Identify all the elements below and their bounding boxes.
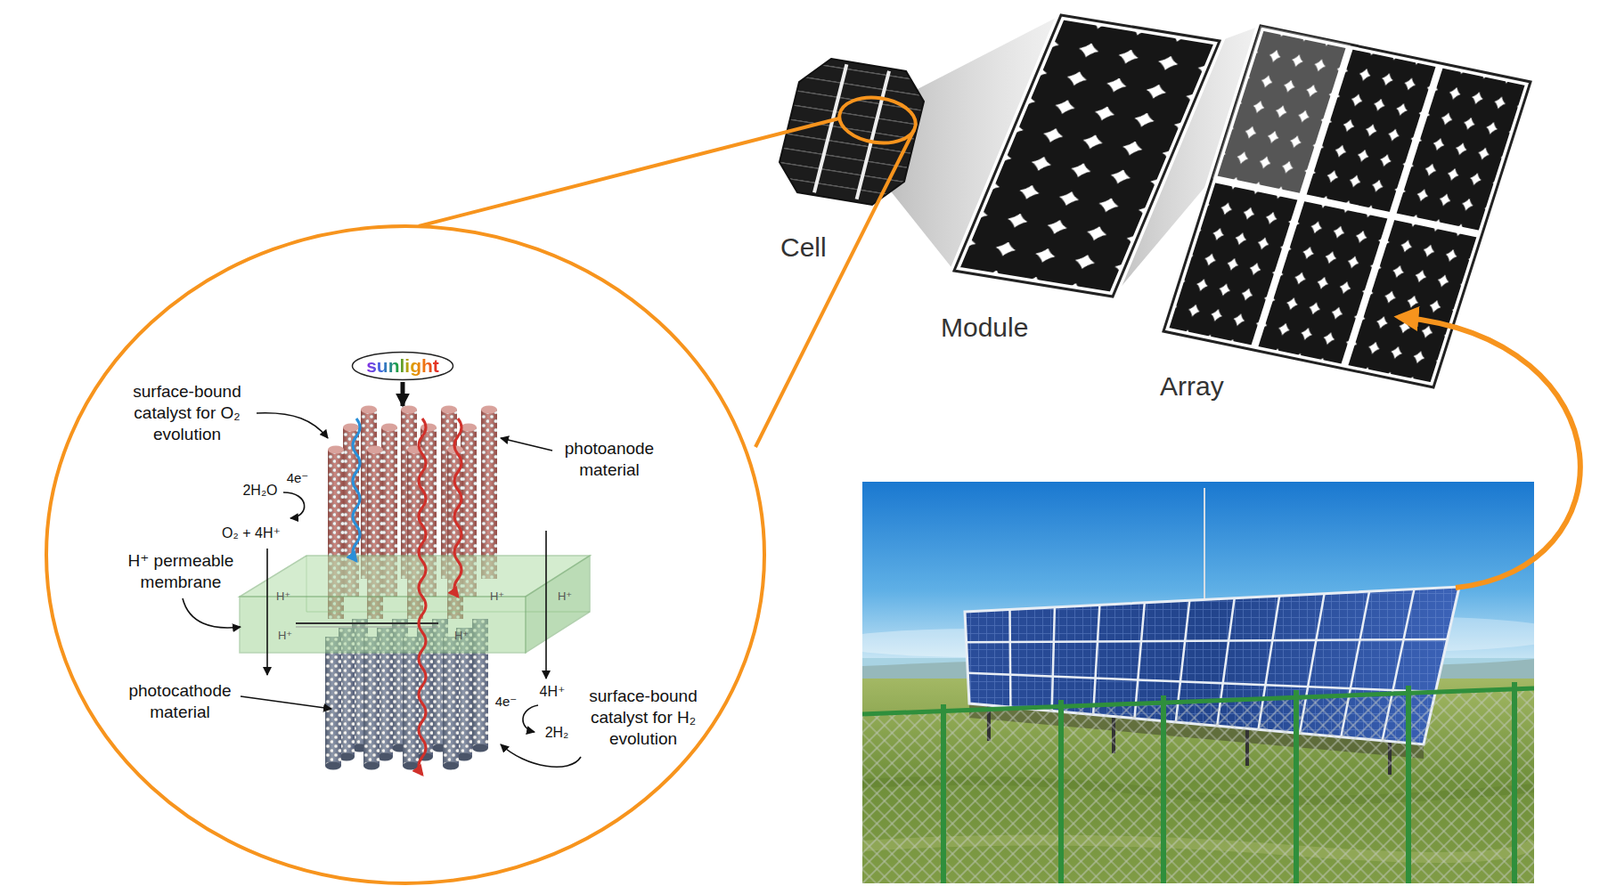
nanowire-device-part [295, 622, 439, 625]
nanowire-device-part [402, 636, 419, 771]
solar-array: Array [1154, 23, 1535, 407]
zoom-callout-part [418, 118, 840, 227]
leader-lines [182, 413, 581, 768]
proton-label: H⁺ [269, 589, 297, 605]
zoom-callout-part [755, 130, 915, 448]
field-photo-part [862, 481, 1535, 884]
catalyst-label: surface-bound catalyst for O₂ evolution [106, 381, 268, 445]
part-label: Module [940, 311, 1029, 344]
solar-array-drawing-part [1212, 25, 1352, 198]
field-photo-part [943, 682, 1515, 884]
leader-lines-part [283, 492, 305, 519]
leader-lines-part [545, 530, 547, 679]
field-photo-part-part [967, 673, 1436, 693]
material-label: photoanode material [551, 438, 668, 482]
proton-label: H⁺ [483, 589, 511, 605]
solar-module-drawing [954, 15, 1220, 297]
field-photo-part [1203, 488, 1206, 615]
zoom-callout [46, 92, 1581, 884]
sunlight-text: sunlight [366, 354, 440, 377]
leader-lines-part [500, 744, 581, 768]
field-photo-part-part [940, 704, 947, 884]
field-photo-part-part [1160, 695, 1167, 884]
leader-lines-part [522, 705, 539, 733]
solar-cell: Cell [775, 53, 936, 268]
leader-lines-part [182, 598, 241, 629]
nanowire-device-part [352, 418, 360, 562]
membrane-label: H⁺ permeable membrane [114, 550, 248, 594]
nanowire-device-part [400, 382, 406, 407]
field-photo-part-part [966, 639, 1448, 643]
zoom-callout-part [1398, 317, 1581, 588]
field-photo-part-part [1052, 607, 1055, 712]
leader-lines-part [266, 548, 269, 676]
field-photo-part-part [1511, 682, 1518, 884]
leader-lines-part [500, 438, 553, 451]
solar-cell-drawing-part [857, 71, 890, 200]
electron-count: 4e⁻ [279, 470, 316, 488]
chemical-formula: 2H₂O [233, 481, 287, 500]
field-photo-part-part [1093, 604, 1100, 715]
proton-label: H⁺ [551, 589, 579, 605]
solar-array-drawing-part [1212, 179, 1483, 236]
field-photo-part [862, 688, 1535, 715]
nanowire-device-part [295, 627, 439, 629]
material-label: photocathode material [117, 680, 243, 724]
solar-module: Module [935, 12, 1225, 348]
sunlight-oval: sunlight [351, 351, 455, 382]
nanowire-device [239, 382, 590, 776]
part-label: Cell [780, 231, 827, 264]
field-photo-part-part [1405, 685, 1412, 884]
solar-cell-drawing-part [814, 64, 847, 193]
field-photo [862, 481, 1535, 884]
field-photo-part [862, 688, 1535, 884]
proton-label: H⁺ [448, 628, 475, 644]
nanowire-device-part [481, 406, 498, 580]
field-photo-part-part [1134, 603, 1145, 719]
solar-cell-drawing-part [779, 58, 924, 205]
chemical-formula: O₂ + 4H⁺ [204, 524, 298, 543]
nanowire-device-part [442, 636, 459, 771]
nanowire-device-part [418, 418, 426, 776]
leader-lines-part [256, 413, 328, 439]
catalyst-label: surface-bound catalyst for H₂ evolution [563, 685, 724, 750]
electron-count: 4e⁻ [488, 693, 524, 711]
field-photo-part [862, 678, 1535, 884]
field-photo-part-part [1058, 700, 1064, 884]
nanowire-device-part [239, 596, 526, 654]
field-photo-part-part [1008, 610, 1012, 709]
solar-module-drawing-part [954, 15, 1220, 297]
chemical-formula: 2H₂ [537, 724, 577, 743]
part-label: Array [1159, 370, 1225, 403]
zoom-callout-part [46, 226, 765, 884]
field-photo-part-part [1293, 690, 1299, 884]
proton-label: H⁺ [271, 628, 299, 644]
nanowire-device-part [325, 636, 342, 771]
zoom-callout-part [836, 92, 919, 147]
oval-outline [352, 352, 454, 381]
nanowire-device-part [454, 418, 462, 597]
nanowire-device-part [363, 636, 380, 771]
solar-module-drawing-part [954, 15, 1220, 297]
leader-lines-part [240, 696, 332, 710]
solar-cell-drawing [779, 58, 924, 205]
nanowire-device-part [525, 555, 590, 654]
chemical-formula: 4H⁺ [532, 683, 572, 702]
solar-module-drawing-part [954, 15, 1220, 297]
